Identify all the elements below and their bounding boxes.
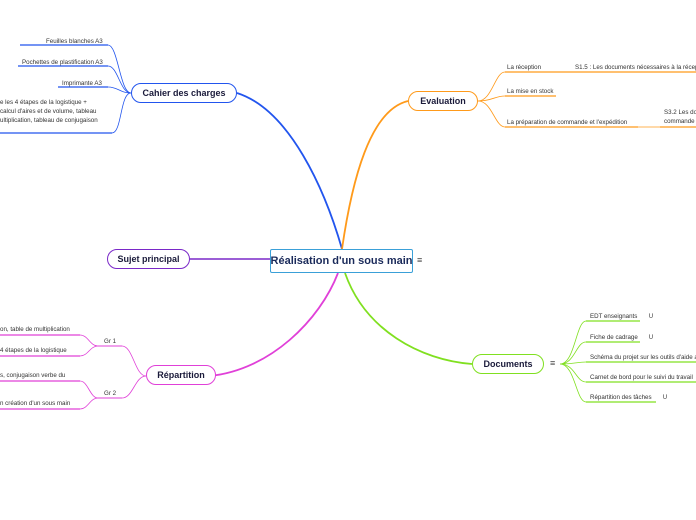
documents-item-fiche-cadrage[interactable]: Fiche de cadrage xyxy=(590,334,638,341)
documents-item-carnet[interactable]: Carnet de bord pour le suivi du travail xyxy=(590,374,693,381)
documents-item-repartition-taches[interactable]: Répartition des tâches xyxy=(590,394,652,401)
evaluation-sub-s32-line1[interactable]: S3.2 Les do xyxy=(664,109,696,116)
evaluation-item-preparation[interactable]: La préparation de commande et l'expéditi… xyxy=(507,119,628,126)
attachment-icon[interactable]: ∪ xyxy=(648,332,654,341)
attachment-icon[interactable]: ∪ xyxy=(648,311,654,320)
evaluation-sub-s15[interactable]: S1.5 : Les documents nécessaires à la ré… xyxy=(575,64,696,71)
evaluation-sub-s32-line2[interactable]: commande xyxy=(664,118,695,125)
attachment-icon[interactable]: ∪ xyxy=(662,392,668,401)
gr2-item-creation[interactable]: n création d'un sous main xyxy=(0,400,71,407)
cahier-item-logistique-line2[interactable]: calcul d'aires et de volume, tableau xyxy=(0,108,97,115)
cahier-item-pochettes[interactable]: Pochettes de plastification A3 xyxy=(22,59,103,66)
cahier-item-imprimante[interactable]: Imprimante A3 xyxy=(62,80,102,87)
documents-item-schema[interactable]: Schéma du projet sur les outils d'aide a xyxy=(590,354,696,361)
topic-documents[interactable]: Documents xyxy=(472,354,544,374)
gr2-item-conjugaison[interactable]: s, conjugaison verbe du xyxy=(0,372,66,379)
central-topic[interactable]: Réalisation d'un sous main xyxy=(270,249,413,273)
topic-repartition[interactable]: Répartition xyxy=(146,365,216,385)
cahier-item-logistique-line1[interactable]: e les 4 étapes de la logistique + xyxy=(0,99,87,106)
cahier-item-logistique-line3[interactable]: ultiplication, tableau de conjugaison xyxy=(0,117,98,124)
documents-item-edt[interactable]: EDT enseignants xyxy=(590,313,638,320)
central-menu-icon[interactable]: ≡ xyxy=(417,255,423,265)
cahier-item-feuilles[interactable]: Feuilles blanches A3 xyxy=(46,38,103,45)
gr1-item-multiplication[interactable]: on, table de multiplication xyxy=(0,326,70,333)
topic-sujet-principal[interactable]: Sujet principal xyxy=(107,249,190,269)
gr1-item-logistique[interactable]: 4 étapes de la logistique xyxy=(0,347,67,354)
repartition-group-gr1[interactable]: Gr 1 xyxy=(104,338,117,345)
evaluation-item-mise-en-stock[interactable]: La mise en stock xyxy=(507,88,554,95)
documents-menu-icon[interactable]: ≡ xyxy=(550,358,556,368)
topic-cahier-des-charges[interactable]: Cahier des charges xyxy=(131,83,237,103)
evaluation-item-reception[interactable]: La réception xyxy=(507,64,542,71)
topic-evaluation[interactable]: Evaluation xyxy=(408,91,478,111)
repartition-group-gr2[interactable]: Gr 2 xyxy=(104,390,117,397)
